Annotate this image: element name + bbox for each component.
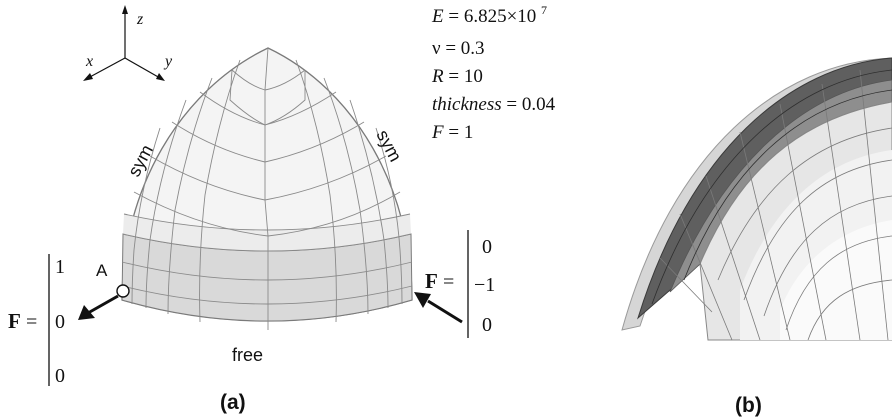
force-left-c3: 0 <box>55 365 65 387</box>
axis-y-label: y <box>163 53 173 70</box>
axis-triad <box>83 5 165 81</box>
force-right-c2: −1 <box>474 274 495 296</box>
deformed-shell <box>621 57 892 341</box>
param-thickness: thickness = 0.04 <box>432 94 556 115</box>
force-arrowhead-left <box>78 305 95 320</box>
point-a-marker <box>116 284 130 298</box>
axis-x-label: x <box>85 53 93 70</box>
force-left-c2: 0 <box>55 311 65 333</box>
force-left-c1: 1 <box>55 256 65 278</box>
axis-z-label: z <box>136 11 144 28</box>
param-F: F = 1 <box>431 122 473 143</box>
force-right-eq: = <box>443 271 454 293</box>
force-arrowhead-right <box>414 292 431 308</box>
force-arrow-right <box>427 299 463 324</box>
force-vector-left: F = 1 0 0 <box>8 254 65 387</box>
force-vector-right: F = 0 −1 0 <box>425 230 495 338</box>
param-E: E = 6.825×10 7 <box>431 3 547 27</box>
force-left-label: F <box>8 309 21 333</box>
force-left-eq: = <box>26 311 37 333</box>
free-label: free <box>232 345 263 365</box>
force-arrow-left <box>87 294 119 315</box>
force-right-c3: 0 <box>482 314 492 336</box>
param-R: R = 10 <box>431 66 483 87</box>
caption-b: (b) <box>735 394 762 417</box>
force-right-label: F <box>425 269 438 293</box>
point-a-label: A <box>96 261 108 280</box>
param-nu: ν = 0.3 <box>432 38 485 59</box>
caption-a: (a) <box>220 391 246 414</box>
force-right-c1: 0 <box>482 236 492 258</box>
shell-mesh <box>121 47 413 330</box>
parameters: E = 6.825×10 7 ν = 0.3 R = 10 thickness … <box>431 3 556 143</box>
